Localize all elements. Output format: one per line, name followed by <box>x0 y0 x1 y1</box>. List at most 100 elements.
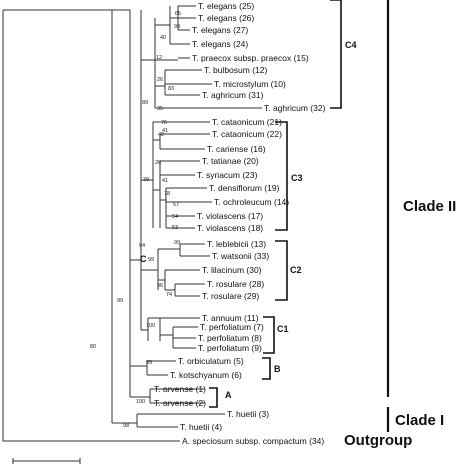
branch-C4-praecox <box>155 57 190 61</box>
taxon-label: T. watsonii (33) <box>212 251 269 261</box>
bracket-c3 <box>275 121 288 231</box>
branch-C4-elegans <box>155 5 196 45</box>
taxon-label: T. elegans (26) <box>198 13 254 23</box>
taxon-label: T. microstylum (10) <box>214 79 286 89</box>
branch-C1 <box>141 317 200 341</box>
taxon-label: T. aghricum (31) <box>202 90 264 100</box>
taxon-label: T. syriacum (23) <box>197 170 258 180</box>
branch-C3-inner <box>153 133 210 150</box>
subclade-label-c4: C4 <box>345 40 357 50</box>
taxon-label: T. elegans (25) <box>198 1 254 11</box>
bootstrap-value: 40 <box>160 35 166 41</box>
taxon-label: T. aghricum (32) <box>264 103 326 113</box>
taxon-label: T. violascens (17) <box>197 211 263 221</box>
bootstrap-value: 99 <box>174 240 180 246</box>
subclade-label-a: A <box>225 390 232 400</box>
branch-outgroup <box>2 10 180 442</box>
scale-bar <box>12 458 81 464</box>
subclade-label-c1: C1 <box>277 324 289 334</box>
taxon-label: T. perfoliatum (9) <box>198 343 262 353</box>
taxon-label: T. orbiculatum (5) <box>178 356 244 366</box>
bootstrap-value: 78 <box>164 191 170 197</box>
bootstrap-value: 39 <box>143 177 149 183</box>
taxon-label: T. elegans (24) <box>192 39 248 49</box>
bracket-c2 <box>275 240 288 301</box>
bootstrap-value: 42 <box>158 132 164 138</box>
bootstrap-value: 83 <box>168 86 174 92</box>
taxon-label: T. arvense (1) <box>154 384 206 394</box>
subclade-label-c3: C3 <box>291 173 303 183</box>
subclade-label-b: B <box>274 364 281 374</box>
taxon-label: T. lilacinum (30) <box>202 265 262 275</box>
clade2-label: Clade II <box>403 198 456 215</box>
tree-branches <box>2 5 262 442</box>
bootstrap-value: 99 <box>117 298 123 304</box>
bootstrap-value: 100 <box>146 323 155 329</box>
bracket-c4 <box>330 0 342 109</box>
branch-C1-perfoliatum <box>160 326 198 349</box>
taxon-label: T. praecox subsp. praecox (15) <box>192 53 309 63</box>
taxon-label: T. rosulare (28) <box>207 279 264 289</box>
branch-C3-deep <box>160 187 212 229</box>
bracket-a <box>209 387 218 408</box>
bootstrap-value: 99 <box>146 360 152 366</box>
bootstrap-value: 100 <box>136 399 145 405</box>
taxon-label: T. leblebicii (13) <box>207 239 266 249</box>
taxon-label: T. huetii (4) <box>180 422 222 432</box>
branch-C3-lower <box>153 160 200 228</box>
taxon-labels: T. elegans (25) T. elegans (26) T. elega… <box>154 1 326 446</box>
bootstrap-value: 98 <box>174 24 180 30</box>
bootstrap-value: 26 <box>155 160 161 166</box>
bootstrap-value: 99 <box>148 257 154 263</box>
taxon-label: T. cataonicum (22) <box>212 129 282 139</box>
taxon-label: T. perfoliatum (8) <box>198 333 262 343</box>
bootstrap-value: 74 <box>166 292 172 298</box>
branch-B <box>130 360 176 376</box>
taxon-label: T. bulbosum (12) <box>204 65 267 75</box>
taxon-label: T. perfoliatum (7) <box>200 322 264 332</box>
branch-C2 <box>141 243 210 290</box>
major-clades: Clade II Clade I Outgroup <box>344 0 456 449</box>
bootstrap-value: 80 <box>90 344 96 350</box>
taxon-label: T. huetii (3) <box>227 409 269 419</box>
bootstrap-value: 53 <box>172 225 178 231</box>
bootstrap-values: 65 98 40 12 83 26 35 89 76 41 42 26 41 7… <box>90 11 181 429</box>
bootstrap-value: 26 <box>157 77 163 83</box>
branch-C2-lower <box>158 269 205 297</box>
bootstrap-value: 41 <box>162 178 168 184</box>
bootstrap-value: 35 <box>157 106 163 112</box>
branch-huetii <box>112 413 225 428</box>
taxon-label: T. kotschyanum (6) <box>170 370 242 380</box>
branch-C4 <box>141 18 262 109</box>
taxon-label: T. rosulare (29) <box>202 291 259 301</box>
bracket-b <box>262 357 271 380</box>
branch-clade2 <box>112 9 131 397</box>
bootstrap-value: 94 <box>139 243 145 249</box>
branch-ingroup-root <box>3 9 113 423</box>
bootstrap-value: 96 <box>157 283 163 289</box>
taxon-label: T. densiflorum (19) <box>209 183 280 193</box>
taxon-label: T. arvense (2) <box>154 398 206 408</box>
branch-C-node <box>130 10 142 330</box>
bootstrap-value: 41 <box>162 128 168 134</box>
taxon-label: T. annuum (11) <box>202 313 259 323</box>
outgroup-label: Outgroup <box>344 432 412 449</box>
bootstrap-value: 65 <box>175 11 181 17</box>
bootstrap-value: 89 <box>142 100 148 106</box>
taxon-label: T. cataonicum (21) <box>212 117 282 127</box>
bootstrap-value: 57 <box>173 202 179 208</box>
taxon-label: T. tatianae (20) <box>202 156 259 166</box>
taxon-label: T. ochroleucum (14) <box>214 197 289 207</box>
branch-arvense <box>130 388 205 404</box>
bootstrap-value: 76 <box>161 120 167 126</box>
taxon-label: T. elegans (27) <box>192 25 248 35</box>
taxon-label: A. speciosum subsp. compactum (34) <box>182 436 324 446</box>
bootstrap-value: 98 <box>123 423 129 429</box>
taxon-label: T. violascens (18) <box>197 223 263 233</box>
clade1-label: Clade I <box>395 412 444 429</box>
subclade-brackets: C4 C3 C2 C1 B A <box>209 0 357 408</box>
bracket-c1 <box>263 316 275 354</box>
bootstrap-value: 12 <box>156 55 162 61</box>
bootstrap-value: 54 <box>172 214 178 220</box>
